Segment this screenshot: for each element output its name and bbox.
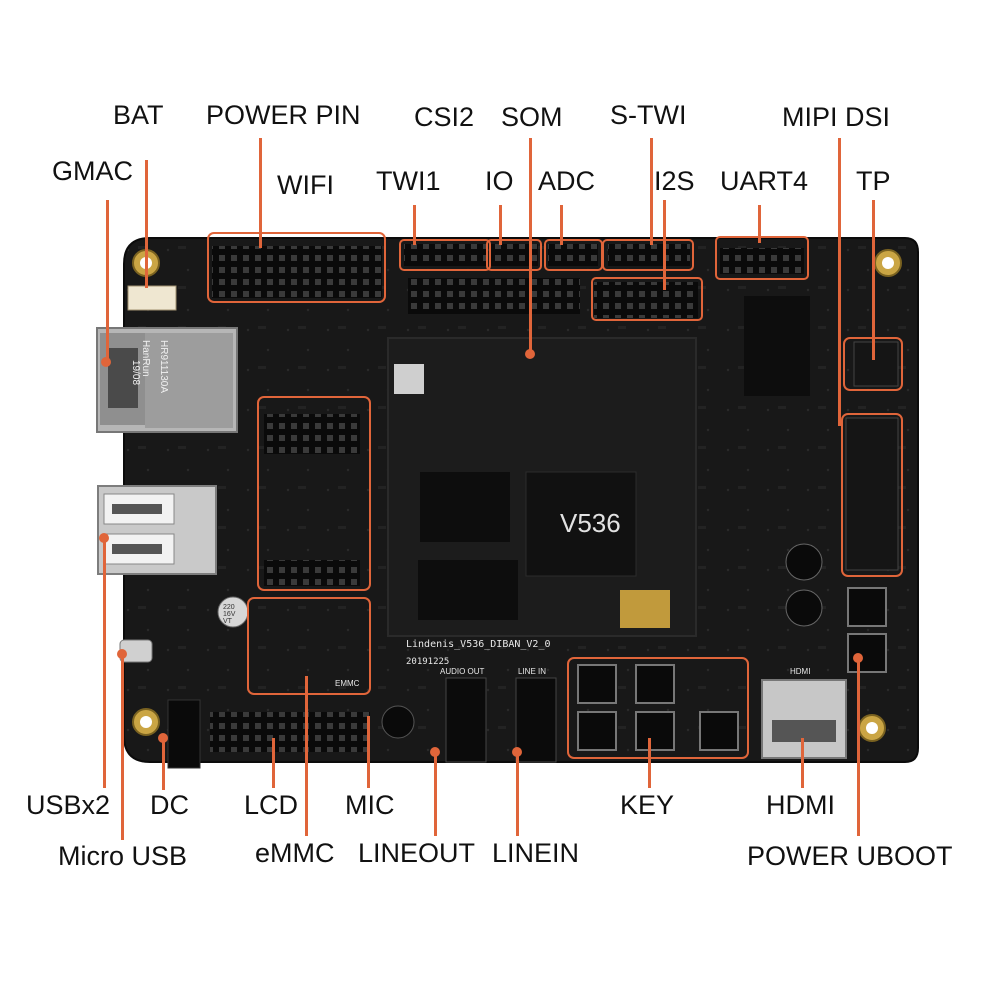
silk-line-in: LINE IN	[518, 667, 547, 676]
label-dc: DC	[150, 790, 189, 820]
label-adc: ADC	[538, 166, 596, 196]
callout-line-bat	[145, 160, 148, 288]
label-linein: LINEIN	[492, 838, 580, 868]
silk-eth-brand: HanRun	[140, 340, 151, 377]
label-tp: TP	[856, 166, 891, 196]
label-csi2: CSI2	[414, 102, 475, 132]
silk-cap-value: 220 16V VT	[223, 604, 236, 625]
ethernet-jack	[96, 327, 238, 433]
label-power-uboot: POWER UBOOT	[747, 841, 953, 871]
label-hdmi: HDMI	[766, 790, 835, 820]
silk-emmc: EMMC	[335, 679, 360, 688]
callout-line-s-twi	[650, 138, 653, 245]
silk-board-name: Lindenis_V536_DIBAN_V2_0	[406, 639, 551, 650]
label-i2s: I2S	[654, 166, 695, 196]
label-power-pin: POWER PIN	[206, 100, 361, 130]
hdmi-port	[761, 679, 847, 759]
audio-out-jack	[445, 677, 487, 763]
line-in-jack	[515, 677, 557, 763]
callout-line-power-uboot	[857, 656, 860, 836]
buttons	[577, 587, 887, 751]
label-lcd: LCD	[244, 790, 299, 820]
silk-eth-part: HR911130A	[158, 340, 169, 393]
label-s-twi: S-TWI	[610, 100, 687, 130]
label-uart4: UART4	[720, 166, 809, 196]
callout-line-dc	[162, 734, 165, 790]
callout-line-uart4	[758, 205, 761, 243]
callout-line-gmac	[106, 200, 109, 360]
label-io: IO	[485, 166, 514, 196]
label-som: SOM	[501, 102, 563, 132]
label-mic: MIC	[345, 790, 395, 820]
label-lineout: LINEOUT	[358, 838, 476, 868]
label-mipi-dsi: MIPI DSI	[782, 102, 891, 132]
callout-line-mic	[367, 716, 370, 788]
callout-line-tp	[872, 200, 875, 360]
label-usbx2: USBx2	[26, 790, 111, 820]
callout-line-adc	[560, 205, 563, 245]
label-micro-usb: Micro USB	[58, 841, 188, 871]
callout-line-i2s	[663, 200, 666, 290]
som-module	[387, 337, 697, 637]
bat-connector	[127, 285, 177, 311]
silk-date: 20191225	[406, 657, 450, 667]
dc-jack	[167, 699, 201, 769]
silk-audio-out: AUDIO OUT	[440, 667, 485, 676]
callout-line-key	[648, 738, 651, 788]
label-key: KEY	[620, 790, 675, 820]
mic-element	[381, 705, 415, 739]
callout-line-mipi-dsi	[838, 138, 841, 426]
silk-eth-date: 19/08	[130, 360, 141, 386]
callout-line-micro-usb	[121, 650, 124, 840]
callout-line-linein	[516, 750, 519, 836]
label-emmc: eMMC	[255, 838, 335, 868]
label-gmac: GMAC	[52, 156, 133, 186]
callout-line-emmc	[305, 676, 308, 836]
label-wifi: WIFI	[277, 170, 334, 200]
micro-usb-port	[119, 639, 153, 663]
silk-chip: V536	[560, 508, 621, 538]
callout-line-power-pin	[259, 138, 262, 248]
callout-line-hdmi	[801, 738, 804, 788]
label-bat: BAT	[113, 100, 164, 130]
callout-line-io	[499, 205, 502, 245]
highlight-boxes	[207, 232, 903, 759]
callout-line-lcd	[272, 738, 275, 788]
callout-line-som	[529, 138, 532, 353]
callout-line-lineout	[434, 750, 437, 836]
label-twi1: TWI1	[376, 166, 441, 196]
callout-line-usbx2	[103, 535, 106, 788]
callout-line-twi1	[413, 205, 416, 245]
usb-stack	[97, 485, 217, 575]
silk-hdmi: HDMI	[790, 667, 811, 676]
